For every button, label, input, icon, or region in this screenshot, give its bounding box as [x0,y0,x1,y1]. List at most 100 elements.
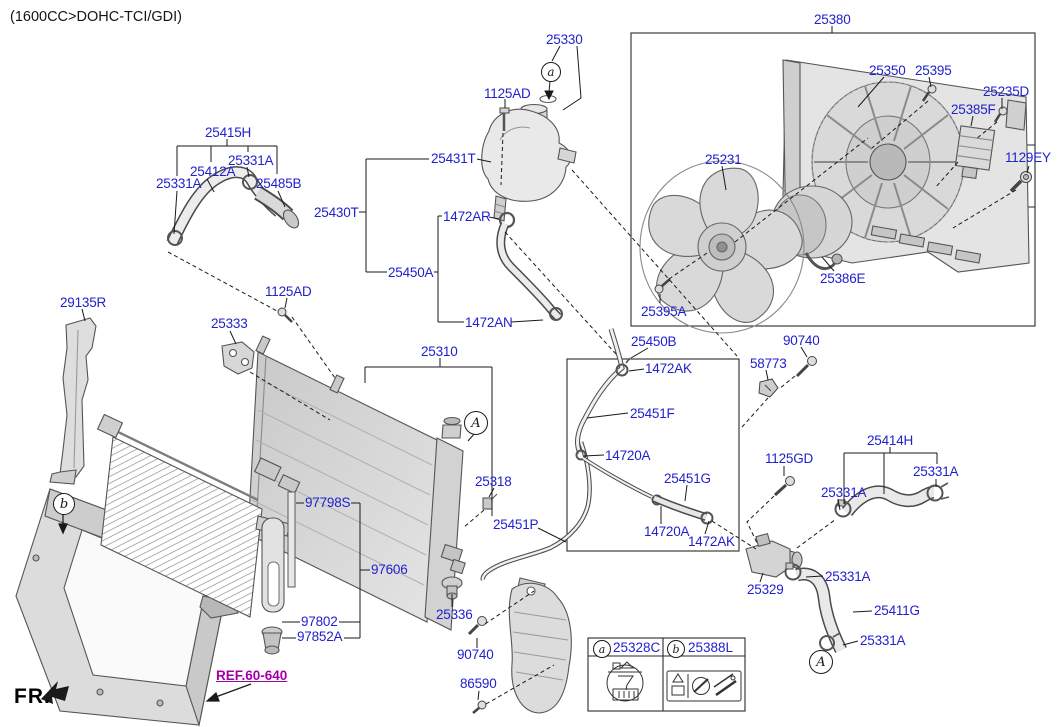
dashed-assembly-lines [167,100,1017,705]
part-label-25231[interactable]: 25231 [705,152,742,167]
part-label-25485B[interactable]: 25485B [256,176,302,191]
upper-hose-drawing [166,166,300,246]
lower-hose-drawing [745,482,950,653]
clamp-1472AK [700,511,714,525]
legend-part-25388L[interactable]: 25388L [688,640,734,655]
part-label-25411G[interactable]: 25411G [874,603,920,618]
part-label-90740-2[interactable]: 90740 [457,647,494,662]
part-label-25385F[interactable]: 25385F [951,102,996,117]
legend-key-a: a [593,640,611,658]
screw-25235D [998,106,1008,116]
part-label-25333[interactable]: 25333 [211,316,248,331]
part-label-25395[interactable]: 25395 [915,63,952,78]
part-label-25310[interactable]: 25310 [421,344,458,359]
clamp-25331A [926,484,944,502]
legend-part-25328C[interactable]: 25328C [613,640,661,655]
leader-lines [81,26,1030,701]
clamp-1472AN [549,307,563,321]
reservoir-drawing [481,94,577,321]
part-label-25330[interactable]: 25330 [546,32,583,47]
part-label-25386E[interactable]: 25386E [820,271,866,286]
caution-sticker-b [666,670,742,702]
fr-arrow-icon [41,681,69,704]
fan-resistor-drawing [954,125,996,180]
part-label-25350[interactable]: 25350 [869,63,906,78]
part-label-97852A[interactable]: 97852A [297,629,343,644]
engine-variant-note: (1600CC>DOHC-TCI/GDI) [10,9,183,25]
bolt-90740 [807,356,817,366]
callout-arrows [41,514,252,704]
part-label-1125AD-1[interactable]: 1125AD [484,86,531,101]
air-guard-drawing [49,317,255,485]
part-label-29135R[interactable]: 29135R [60,295,107,310]
part-label-14720A-2[interactable]: 14720A [644,524,690,539]
clamp-14720A [575,449,587,461]
overflow-hose-25451P [480,441,592,581]
screw-25395 [927,84,937,94]
part-label-25235D[interactable]: 25235D [983,84,1030,99]
part-label-25395A[interactable]: 25395A [641,304,687,319]
fan-blade-drawing [639,160,805,334]
part-label-1472AK-2[interactable]: 1472AK [688,534,735,549]
part-label-90740-1[interactable]: 90740 [783,333,820,348]
part-label-1129EY[interactable]: 1129EY [1005,150,1051,165]
part-label-14720A-1[interactable]: 14720A [605,448,651,463]
part-label-25331A-3[interactable]: 25331A [913,464,959,479]
legend-key-b: b [667,640,685,658]
air-seal-strip-97798S [287,491,296,588]
bracket-25333 [221,341,255,375]
part-label-25331A-5[interactable]: 25331A [825,569,871,584]
part-label-25414H[interactable]: 25414H [867,433,914,448]
part-label-97802[interactable]: 97802 [301,614,338,629]
part-label-25451F[interactable]: 25451F [630,406,675,421]
part-label-58773[interactable]: 58773 [750,356,787,371]
clamp-1472AK [615,363,629,377]
part-label-25412A[interactable]: 25412A [190,164,236,179]
bolt-1125AD [277,307,287,317]
front-direction-label: FR. [14,685,51,708]
part-label-25329[interactable]: 25329 [747,582,784,597]
shroud-motor-mount [869,143,907,181]
reference-link[interactable]: REF.60-640 [216,668,288,683]
part-label-25430T[interactable]: 25430T [314,205,359,220]
part-label-1472AN[interactable]: 1472AN [465,315,513,330]
part-label-25450B[interactable]: 25450B [631,334,677,349]
part-label-1472AR[interactable]: 1472AR [443,209,491,224]
part-label-97798S[interactable]: 97798S [305,495,351,510]
callout-A-hose: A [809,650,833,674]
part-label-1472AK-1[interactable]: 1472AK [645,361,692,376]
part-label-25331A-1[interactable]: 25331A [228,153,274,168]
part-label-97606[interactable]: 97606 [371,562,408,577]
part-label-25336[interactable]: 25336 [436,607,473,622]
hose-assembly-box [566,358,740,552]
part-label-1125AD-2[interactable]: 1125AD [265,284,312,299]
part-label-25331A-6[interactable]: 25331A [860,633,906,648]
screw-25395A [654,284,664,294]
part-label-25451G[interactable]: 25451G [664,471,711,486]
callout-b: b [53,493,75,515]
clamp-25331A [819,635,835,651]
callout-A-radiator: A [464,411,488,435]
part-label-25331A-2[interactable]: 25331A [156,176,202,191]
clamp-25331A [167,230,183,246]
part-label-25380[interactable]: 25380 [814,12,851,27]
part-label-1125GD[interactable]: 1125GD [765,451,814,466]
part-label-25451P[interactable]: 25451P [493,517,539,532]
part-label-25415H[interactable]: 25415H [205,125,252,140]
part-label-86590[interactable]: 86590 [460,676,497,691]
degassing-hose-drawing [575,328,714,525]
part-label-25331A-4[interactable]: 25331A [821,485,867,500]
motor-wire-25386E [804,252,837,271]
ref-arrow [205,691,220,702]
part-label-25450A[interactable]: 25450A [388,265,434,280]
part-label-25318[interactable]: 25318 [475,474,512,489]
bolt-86590 [477,700,487,710]
bolt-1125AD [499,107,510,114]
bolt-1125GD [785,476,795,486]
clamp-25331A [242,174,258,190]
side-air-guard-drawing [508,577,572,714]
fan-assembly-box [630,32,1036,327]
part-label-25431T[interactable]: 25431T [431,151,476,166]
